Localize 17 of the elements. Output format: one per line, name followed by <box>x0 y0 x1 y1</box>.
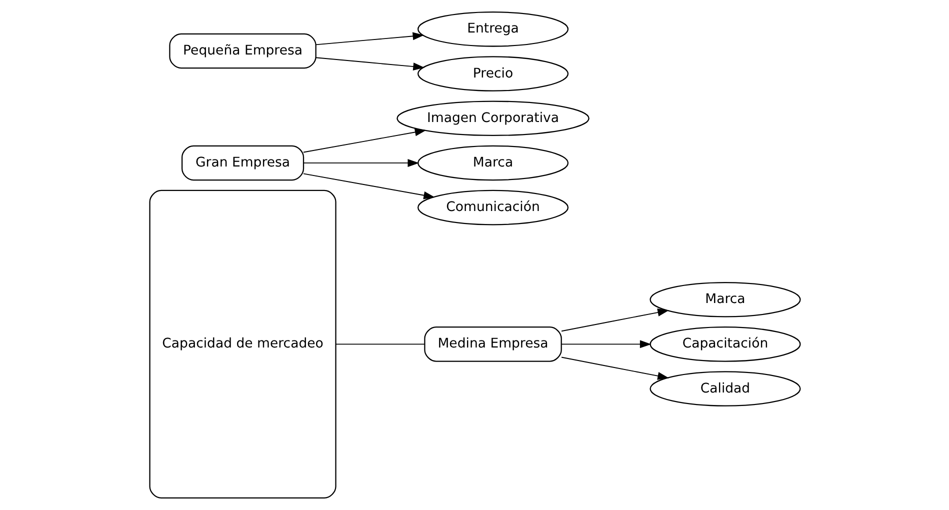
node-box: Gran Empresa <box>180 145 304 181</box>
arrow <box>560 308 669 332</box>
arrow <box>302 128 426 153</box>
connector <box>334 344 425 345</box>
node-box: Medina Empresa <box>424 326 562 362</box>
node-ellipse: Marca <box>417 145 568 181</box>
node-ellipse: Capacitación <box>649 326 800 362</box>
arrow <box>302 173 435 200</box>
node-box: Capacidad de mercadeo <box>148 190 336 498</box>
node-box: Pequeña Empresa <box>168 33 316 69</box>
node-ellipse: Precio <box>417 56 568 92</box>
arrow <box>314 57 424 71</box>
arrow <box>302 158 419 167</box>
arrow <box>314 32 424 46</box>
arrow <box>560 340 651 348</box>
arrow <box>560 356 669 380</box>
node-ellipse: Entrega <box>417 12 568 47</box>
